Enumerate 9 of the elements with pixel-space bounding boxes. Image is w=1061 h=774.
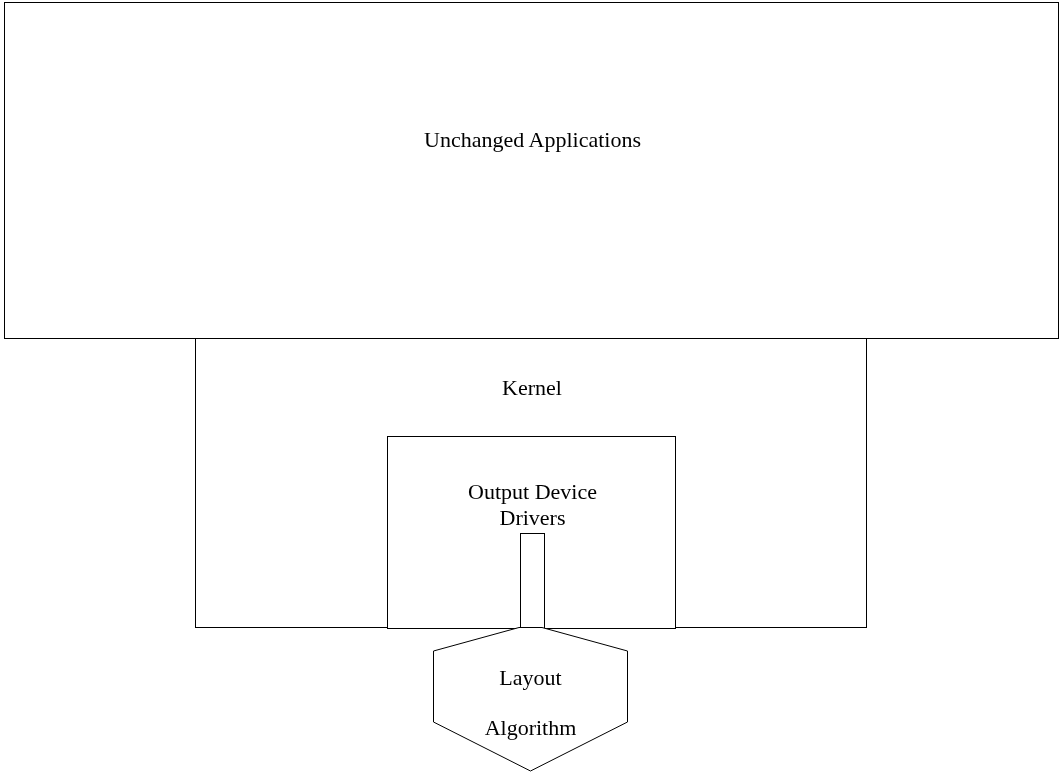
connector-bar [520,533,545,630]
process-box [195,338,867,628]
node-label: Unchanged Applications [423,127,642,153]
node-label: Output Device Drivers [467,479,598,531]
process-box [387,436,676,629]
node-label: Kernel [501,375,563,401]
process-box [4,2,1059,339]
pentagon-shape [433,627,628,773]
node-label: Layout Algorithm [483,664,578,742]
